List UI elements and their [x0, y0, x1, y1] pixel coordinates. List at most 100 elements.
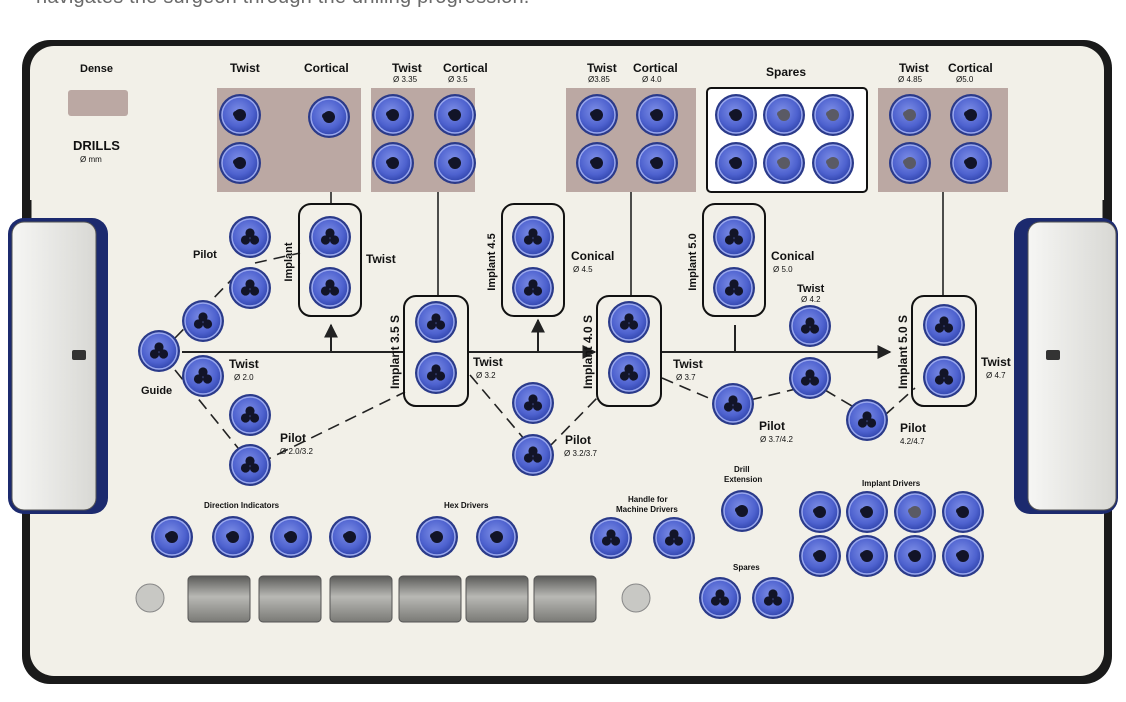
drills-unit-label: Ø mm: [80, 155, 102, 164]
implant-driver-4: [942, 491, 984, 533]
spares-top-label: Spares: [766, 65, 806, 79]
drill-slot-pilot-3a: [512, 382, 554, 424]
progression-arrow: [182, 318, 892, 359]
drill-slot-top-cortical-4b: [950, 142, 992, 184]
bottom-key-blocks: [187, 575, 597, 623]
spares-bottom-label: Spares: [733, 563, 760, 572]
handle-label-1: Handle for: [628, 495, 668, 504]
direction-indicator-3: [270, 516, 312, 558]
direction-indicator-4: [329, 516, 371, 558]
implant-driver-8: [942, 535, 984, 577]
drill-slot-implant-5-0b: [713, 267, 755, 309]
hex-drivers-label: Hex Drivers: [444, 501, 489, 510]
implant-frame-1: [298, 203, 362, 317]
twist-3-7-dia: Ø 3.7: [676, 373, 696, 382]
drill-slot-spare-4: [715, 142, 757, 184]
twist-2-0-label: Twist: [229, 357, 259, 371]
drill-slot-implant-5-0a: [713, 216, 755, 258]
twist-4-2-label: Twist: [797, 283, 825, 295]
top-cortical-4-label: Cortical: [948, 61, 993, 75]
drill-slot-implant-4-5a: [512, 216, 554, 258]
top-twist-4-dia: Ø 4.85: [898, 75, 923, 84]
implant-4-5-label: Implant 4.5: [486, 233, 498, 290]
drill-slot-top-cortical-1: [308, 96, 350, 138]
hex-driver-1: [416, 516, 458, 558]
drill-slot-implant-1a: [309, 216, 351, 258]
pilot-5-dia: 4.2/4.7: [900, 437, 925, 446]
screw-right: [621, 583, 651, 613]
handle-slot-1: [590, 517, 632, 559]
implant-driver-6: [846, 535, 888, 577]
drills-label: DRILLS: [73, 138, 120, 153]
drill-slot-pilot-1a: [229, 216, 271, 258]
implant-frame-4-0s: [596, 295, 662, 407]
pilot-3-label: Pilot: [565, 433, 591, 447]
drill-slot-pilot-3b: [512, 434, 554, 476]
implant-frame-3-5s: [403, 295, 469, 407]
drill-slot-twist-4-2b: [789, 357, 831, 399]
implant-5-0s-label: Implant 5.0 S: [896, 315, 910, 389]
drill-slot-pilot-1b: [229, 267, 271, 309]
twist-right-1-label: Twist: [366, 252, 396, 266]
drill-slot-top-cortical-3b: [636, 142, 678, 184]
drill-slot-implant-4-0s-a: [608, 301, 650, 343]
implant-driver-3: [894, 491, 936, 533]
conical-5-0-dia: Ø 5.0: [773, 265, 793, 274]
drill-slot-pilot-2a: [229, 394, 271, 436]
left-handle: [8, 218, 108, 514]
conical-4-5-dia: Ø 4.5: [573, 265, 593, 274]
pilot-2-dia: Ø 2.0/3.2: [280, 447, 313, 456]
dense-label: Dense: [80, 63, 113, 75]
implant-driver-7: [894, 535, 936, 577]
drill-slot-implant-4-0s-b: [608, 352, 650, 394]
implant-3-5s-label: Implant 3.5 S: [388, 315, 402, 389]
top-cortical-2-label: Cortical: [443, 61, 488, 75]
drill-slot-spare-6: [812, 142, 854, 184]
implant-driver-5: [799, 535, 841, 577]
twist-4-2-dia: Ø 4.2: [801, 295, 821, 304]
drill-label-1: Drill: [734, 465, 750, 474]
right-handle: [1014, 218, 1118, 514]
drill-slot-pilot-4: [712, 383, 754, 425]
implant-driver-2: [846, 491, 888, 533]
pilot-4-dia: Ø 3.7/4.2: [760, 435, 793, 444]
drill-slot-top-twist-2b: [372, 142, 414, 184]
drill-slot-guide: [138, 330, 180, 372]
drill-slot-top-twist-3a: [576, 94, 618, 136]
figure-caption: navigates the surgeon through the drilli…: [36, 0, 530, 9]
dense-swatch: [68, 90, 128, 116]
implant-frame-4-5: [501, 203, 565, 317]
direction-indicator-2: [212, 516, 254, 558]
twist-3-2-label: Twist: [473, 355, 503, 369]
drill-extension-slot: [721, 490, 763, 532]
drill-slot-top-cortical-2a: [434, 94, 476, 136]
spare-slot-bottom-2: [752, 577, 794, 619]
spare-slot-bottom-1: [699, 577, 741, 619]
top-cortical-4-dia: Ø5.0: [956, 75, 974, 84]
drill-slot-top-twist-2a: [372, 94, 414, 136]
twist-4-7-dia: Ø 4.7: [986, 371, 1006, 380]
implant-driver-1: [799, 491, 841, 533]
top-cortical-2-dia: Ø 3.5: [448, 75, 468, 84]
top-cortical-1-label: Cortical: [304, 61, 349, 75]
drill-slot-top-twist-4b: [889, 142, 931, 184]
top-twist-2-dia: Ø 3.35: [393, 75, 418, 84]
drill-slot-implant-4-5b: [512, 267, 554, 309]
top-twist-2-label: Twist: [392, 61, 422, 75]
guide-label: Guide: [141, 385, 172, 397]
top-twist-1-label: Twist: [230, 61, 260, 75]
top-cortical-3-label: Cortical: [633, 61, 678, 75]
drill-slot-spare-3: [812, 94, 854, 136]
direction-indicator-1: [151, 516, 193, 558]
drill-discs: [138, 94, 992, 619]
direction-indicators-label: Direction Indicators: [204, 501, 280, 510]
pilot-4-label: Pilot: [759, 419, 785, 433]
drill-slot-implant-5-0s-b: [923, 356, 965, 398]
top-twist-4-label: Twist: [899, 61, 929, 75]
twist-3-2-dia: Ø 3.2: [476, 371, 496, 380]
drill-slot-top-cortical-3a: [636, 94, 678, 136]
drill-label-2: Extension: [724, 475, 762, 484]
drill-slot-pilot-5: [846, 399, 888, 441]
drill-slot-spare-1: [715, 94, 757, 136]
